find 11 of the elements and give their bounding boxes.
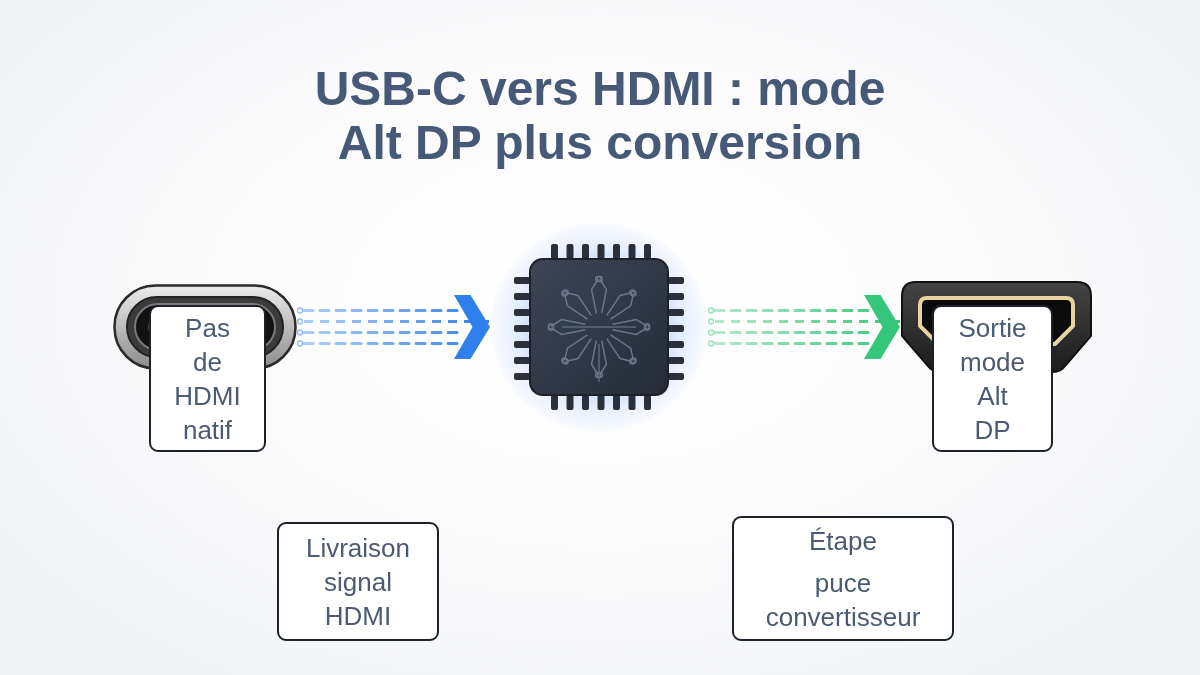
callout-box xyxy=(277,522,439,641)
callout-box xyxy=(932,305,1053,452)
microchip-illustration xyxy=(490,222,708,432)
diagram-title: USB-C vers HDMI : mode Alt DP plus conversion xyxy=(313,62,887,170)
callout-box xyxy=(149,305,266,452)
callout-text: Livraison signal HDMI xyxy=(305,531,411,633)
callout-text: Sortie mode Alt DP xyxy=(958,311,1027,447)
callout-text: Étape xyxy=(809,524,877,558)
callout-text: puce convertisseur xyxy=(765,566,921,634)
callout-box xyxy=(732,516,954,641)
callout-text: Pas de HDMI natif xyxy=(174,311,241,447)
